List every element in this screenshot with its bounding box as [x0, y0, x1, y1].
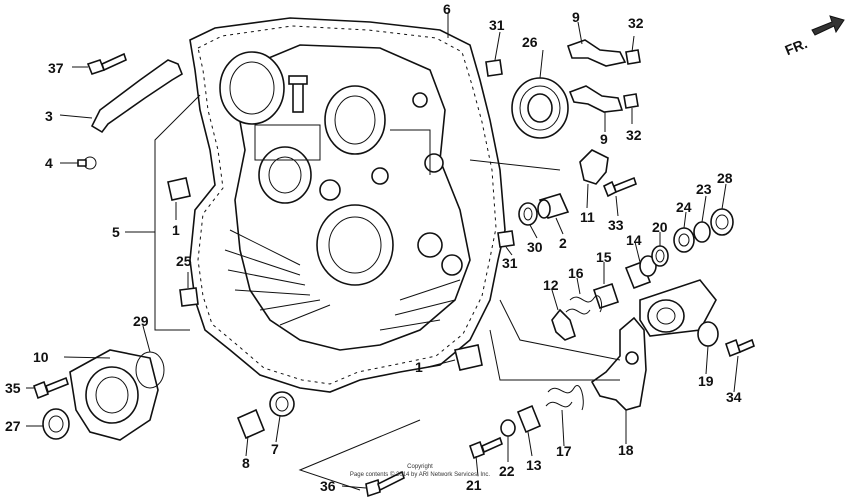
washer-22 — [500, 419, 516, 437]
bolt-32-upper — [625, 49, 641, 65]
label-31-upper: 31 — [489, 17, 505, 33]
label-2: 2 — [559, 235, 567, 251]
bolt-37 — [86, 52, 127, 75]
label-28: 28 — [717, 170, 733, 186]
hose-clip-4 — [77, 156, 97, 170]
label-30: 30 — [527, 239, 543, 255]
label-11: 11 — [580, 209, 595, 225]
label-25: 26 — [522, 34, 538, 50]
cap-19 — [697, 321, 719, 347]
collar-15 — [592, 282, 620, 310]
front-arrow-icon — [811, 15, 845, 36]
bracket-9-upper — [566, 39, 627, 67]
bolt-32-lower — [623, 93, 639, 109]
actuator-assembly — [639, 279, 717, 337]
cap-8 — [236, 408, 266, 440]
plug-2 — [537, 193, 570, 219]
lever-12 — [551, 308, 576, 341]
label-4: 4 — [45, 155, 53, 171]
bracket-9-lower — [568, 85, 624, 113]
label-1-upper: 1 — [172, 222, 180, 238]
collar-14 — [624, 255, 657, 290]
transmission-case — [189, 17, 506, 393]
gear-24 — [673, 227, 695, 253]
bolt-34 — [725, 338, 755, 358]
label-21: 21 — [466, 477, 482, 493]
label-9-upper: 9 — [572, 9, 580, 25]
spring-17 — [545, 385, 584, 411]
label-27: 27 — [5, 418, 21, 434]
seal-27 — [42, 408, 70, 440]
collar-13 — [516, 404, 542, 434]
bolt-33 — [602, 176, 637, 198]
label-34: 34 — [726, 389, 742, 405]
clamp-7 — [269, 391, 295, 417]
seal-30 — [518, 202, 538, 226]
label-37: 37 — [48, 60, 64, 76]
breather-hose-3 — [90, 59, 183, 134]
label-18: 18 — [618, 442, 634, 458]
label-32-upper: 32 — [628, 15, 644, 31]
label-35: 35 — [5, 380, 21, 396]
dowel-pin-26 — [179, 287, 199, 307]
label-1-lower: 1 — [415, 359, 423, 375]
label-13: 13 — [526, 457, 542, 473]
label-29: 29 — [133, 313, 149, 329]
leader-lines — [26, 13, 739, 491]
label-26: 25 — [176, 253, 192, 269]
spring-16 — [565, 295, 603, 315]
label-3: 3 — [45, 108, 53, 124]
label-32-lower: 32 — [626, 127, 642, 143]
label-16: 16 — [568, 265, 584, 281]
label-23: 23 — [696, 181, 712, 197]
label-33: 33 — [608, 217, 624, 233]
bolt-35 — [33, 376, 69, 400]
front-direction-indicator: FR. — [783, 15, 845, 58]
washer-23 — [693, 221, 711, 243]
bolt-36 — [365, 470, 405, 498]
copyright-line2: Page contents © 2014 by ARI Network Serv… — [350, 471, 490, 478]
label-20: 20 — [652, 219, 668, 235]
part-number-labels: 37 3 4 5 1 25 6 31 26 9 32 9 32 11 33 30… — [5, 1, 742, 494]
copyright-line1: Copyright — [407, 464, 433, 470]
fr-label: FR. — [783, 35, 810, 58]
seal-28 — [710, 208, 734, 236]
label-24: 24 — [676, 199, 692, 215]
bolt-21 — [469, 436, 503, 460]
label-22: 22 — [499, 463, 515, 479]
label-8: 8 — [242, 455, 250, 471]
label-31-lower: 31 — [502, 255, 518, 271]
label-6: 6 — [443, 1, 451, 17]
copyright-notice: Copyright Page contents © 2014 by ARI Ne… — [350, 464, 490, 478]
label-12: 12 — [543, 277, 559, 293]
label-7: 7 — [271, 441, 279, 457]
label-19: 19 — [698, 373, 714, 389]
label-10: 10 — [33, 349, 49, 365]
snap-ring-20 — [651, 245, 669, 267]
dowel-pin-1-upper — [167, 177, 191, 201]
dowel-pin-1-lower — [454, 344, 483, 371]
shift-arm-18 — [590, 316, 647, 411]
bearing-25 — [511, 77, 569, 139]
bushing-31-lower — [497, 230, 515, 248]
label-9-lower: 9 — [600, 131, 608, 147]
label-5: 5 — [112, 224, 120, 240]
label-14: 14 — [626, 232, 642, 248]
label-15: 15 — [596, 249, 612, 265]
label-17: 17 — [556, 443, 572, 459]
label-36: 36 — [320, 478, 336, 494]
cover-10 — [69, 349, 159, 441]
sensor-bracket-11 — [579, 149, 609, 185]
bushing-31-upper — [485, 59, 503, 77]
